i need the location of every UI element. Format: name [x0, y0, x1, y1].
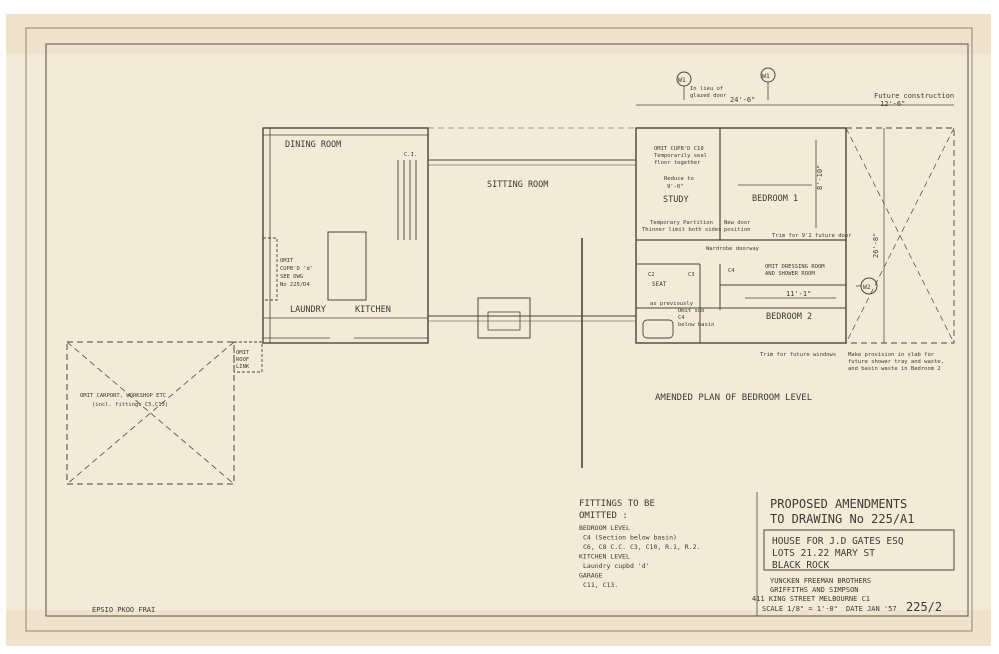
- house-line-2: LOTS 21.22 MARY ST: [772, 548, 875, 559]
- marker-labels: W1 W1 W2: [678, 72, 871, 291]
- room-seat: SEAT: [652, 281, 667, 288]
- note-dressing-1: OMIT DRESSING ROOM: [765, 264, 825, 270]
- note-new-door-2: position: [724, 227, 751, 233]
- fittings-heading-2: OMITTED :: [579, 511, 628, 521]
- fittings-heading-1: FITTINGS TO BE: [579, 499, 655, 509]
- note-provision-1: Make provision in slab for: [848, 352, 935, 358]
- fittings-line: KITCHEN LEVEL: [579, 553, 630, 561]
- dim-height: 26'-8": [872, 233, 880, 258]
- room-study: STUDY: [663, 195, 689, 205]
- dim-bedroom-2: 11'-1": [786, 290, 811, 298]
- note-c2: C2: [648, 272, 655, 278]
- architect-line-1: YUNCKEN FREEMAN BROTHERS: [770, 577, 871, 585]
- amended-plan-title: AMENDED PLAN OF BEDROOM LEVEL: [655, 393, 812, 403]
- house-line-1: HOUSE FOR J.D GATES ESQ: [772, 536, 904, 547]
- note-carport-2: (incl. fittings C5,C13): [92, 402, 168, 408]
- fittings-line: C4 (Section below basin): [583, 534, 677, 542]
- annotations: C.I. OMIT CUPB'D 'd' SEE DWG No 225/D4 O…: [80, 86, 944, 408]
- outer-border: [25, 27, 973, 632]
- archive-stamp: EPSIO PKOO FRAI: [92, 606, 155, 614]
- paper-stain: [6, 14, 991, 54]
- future-construction-area: [845, 127, 955, 344]
- note-partition-2: Thinner limit both sides: [642, 227, 721, 233]
- dimensions: 24'-6" Future construction 12'-6" 26'-8"…: [730, 92, 954, 298]
- title-line-1: PROPOSED AMENDMENTS: [770, 497, 907, 511]
- marker-w1b-label: W1: [762, 72, 770, 80]
- fittings-line: C11, C13.: [583, 581, 618, 589]
- note-omit-roof-3: LINK: [236, 364, 250, 370]
- dim-future-label: Future construction: [874, 92, 954, 100]
- architect-line-3: 411 KING STREET MELBOURNE C1: [752, 595, 870, 603]
- bedroom-wing-walls: [635, 127, 847, 344]
- note-future-door: Trim for 9'2 future door: [772, 233, 852, 239]
- note-glazed-2: glazed door: [690, 93, 727, 99]
- marker-w2-label: W2: [863, 283, 871, 291]
- dim-main: 24'-6": [730, 96, 755, 104]
- note-reduce-2: 9'-0": [667, 184, 684, 190]
- fittings-line: Laundry cupbd 'd': [583, 562, 650, 570]
- note-omit-c4-2: C4: [678, 315, 685, 321]
- room-bedroom-1: BEDROOM 1: [752, 194, 798, 204]
- sheet-number: 225/2: [906, 600, 942, 614]
- omitted-cupboard-d: [262, 237, 278, 301]
- room-laundry: LAUNDRY: [290, 305, 326, 315]
- note-wardrobe: Wardrobe doorway: [706, 246, 760, 252]
- note-future-windows: Trim for future windows: [760, 352, 836, 358]
- title-block: PROPOSED AMENDMENTS TO DRAWING No 225/A1…: [752, 492, 955, 616]
- note-omit-cupboard-1: OMIT: [280, 258, 294, 264]
- room-dining: DINING ROOM: [285, 140, 341, 150]
- architect-line-2: GRIFFITHS AND SIMPSON: [770, 586, 859, 594]
- room-labels: DINING ROOM SITTING ROOM LAUNDRY KITCHEN…: [285, 140, 812, 322]
- fittings-line: BEDROOM LEVEL: [579, 524, 630, 532]
- note-study-1: OMIT CUPB'D C10: [654, 146, 704, 152]
- note-provision-3: and basin waste in Bedroom 2: [848, 366, 941, 372]
- scale-label: SCALE 1/8" = 1'-0": [762, 605, 838, 613]
- note-omit-c4-3: below basin: [678, 322, 714, 328]
- note-c4: C4: [728, 268, 735, 274]
- note-omit-cupboard-2: CUPB'D 'd': [280, 266, 313, 272]
- title-line-2: TO DRAWING No 225/A1: [770, 512, 915, 526]
- kitchen-bench: [327, 231, 367, 301]
- note-omit-cupboard-4: No 225/D4: [280, 282, 310, 288]
- note-omit-cupboard-3: SEE DWG: [280, 274, 303, 280]
- house-box: [763, 529, 955, 571]
- marker-w1-label: W1: [678, 76, 686, 84]
- dim-bedroom-1: 8'-10": [816, 165, 824, 190]
- fittings-list: FITTINGS TO BE OMITTED : BEDROOM LEVEL C4…: [579, 499, 700, 589]
- fittings-line: C6, C8 C.C. C3, C10, R.1, R.2.: [583, 543, 700, 551]
- room-sitting: SITTING ROOM: [487, 180, 548, 190]
- inner-border: [45, 43, 969, 617]
- note-new-door-1: New door: [724, 220, 751, 226]
- note-dressing-2: AND SHOWER ROOM: [765, 271, 815, 277]
- room-bedroom-2: BEDROOM 2: [766, 312, 812, 322]
- date-label: DATE JAN '57: [846, 605, 897, 613]
- note-ci: C.I.: [404, 152, 417, 158]
- note-study-2: Temporarily seal: [654, 153, 707, 159]
- note-omit-roof-1: OMIT: [236, 350, 250, 356]
- note-as-previously: as previously: [650, 301, 694, 307]
- fittings-line: GARAGE: [579, 572, 603, 580]
- note-study-3: floor together: [654, 160, 701, 166]
- note-reduce-1: Reduce to: [664, 176, 694, 182]
- note-partition-1: Temporary Partition: [650, 220, 713, 226]
- note-omit-roof-2: ROOF: [236, 357, 249, 363]
- room-kitchen: KITCHEN: [355, 305, 391, 315]
- fireplace: [477, 297, 531, 339]
- note-omit-c4-1: Omit sub: [678, 308, 705, 314]
- dim-future: 12'-6": [880, 100, 905, 108]
- kitchen-block-walls: [262, 127, 429, 344]
- floor-plan: [66, 67, 955, 485]
- note-glazed-1: In lieu of: [690, 86, 723, 92]
- omitted-carport: [66, 341, 235, 485]
- house-line-3: BLACK ROCK: [772, 560, 829, 571]
- basin-outline: [642, 319, 674, 339]
- note-carport-1: OMIT CARPORT, WORKSHOP ETC: [80, 393, 166, 399]
- omitted-roof-link: [233, 341, 263, 373]
- note-provision-2: future shower tray and waste,: [848, 359, 944, 365]
- note-c3: C3: [688, 272, 695, 278]
